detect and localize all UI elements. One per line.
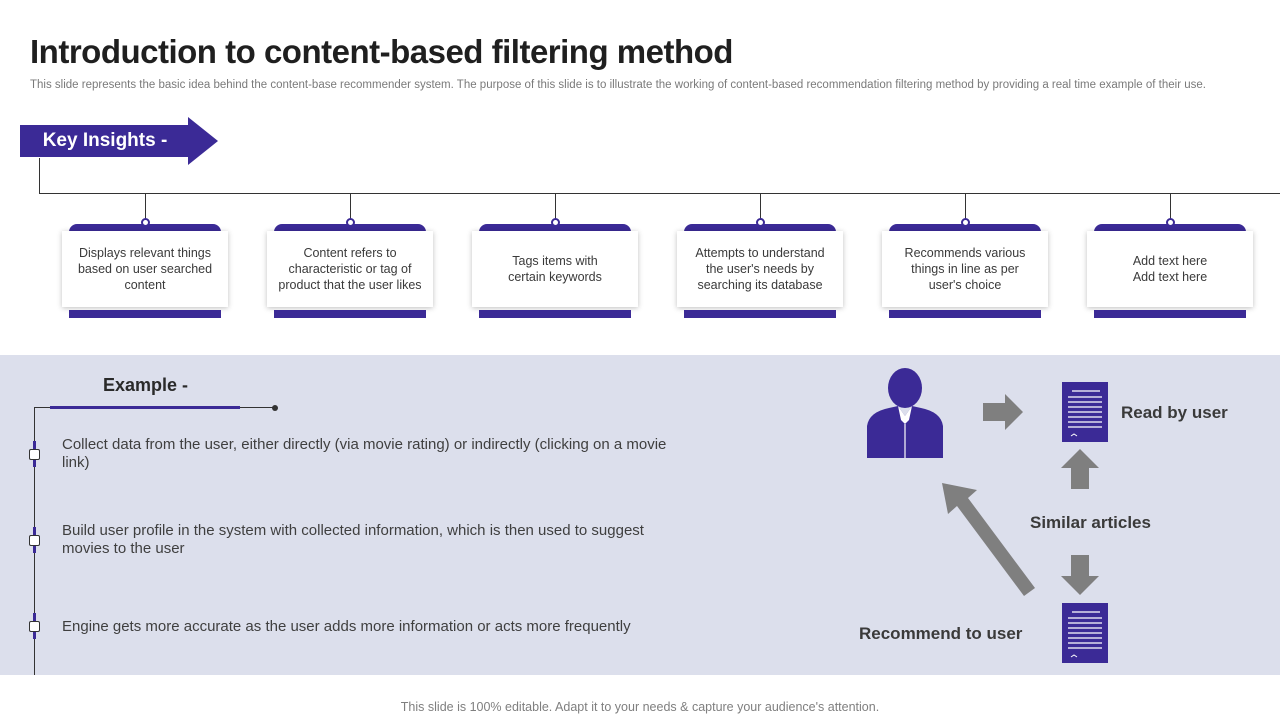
footer-note: This slide is 100% editable. Adapt it to… (400, 700, 880, 714)
example-underline-dot (272, 405, 278, 411)
insight-card: Tags items with certain keywords (472, 193, 638, 319)
key-insights-label: Key Insights - (42, 130, 168, 151)
card-bottom-bar (274, 310, 426, 318)
card-stem (965, 193, 966, 223)
insight-card: Content refers to characteristic or tag … (267, 193, 433, 319)
document-icon (1062, 603, 1108, 663)
example-step-text: Build user profile in the system with co… (62, 522, 644, 557)
card-text: Attempts to understand the user's needs … (677, 231, 843, 307)
arrow-right-icon (983, 394, 1023, 430)
card-stem (555, 193, 556, 223)
card-bottom-bar (1094, 310, 1246, 318)
key-insights-arrow-icon (20, 117, 218, 165)
timeline-dot (1166, 218, 1175, 227)
card-text: Add text here Add text here (1087, 231, 1253, 307)
insight-card: Attempts to understand the user's needs … (677, 193, 843, 319)
card-text: Tags items with certain keywords (472, 231, 638, 307)
timeline-dot (346, 218, 355, 227)
card-stem (350, 193, 351, 223)
example-step-text: Collect data from the user, either direc… (62, 436, 667, 471)
example-step-text: Engine gets more accurate as the user ad… (62, 618, 631, 635)
card-text: Content refers to characteristic or tag … (267, 231, 433, 307)
card-bottom-bar (479, 310, 631, 318)
user-icon (867, 368, 943, 458)
timeline-dot (141, 218, 150, 227)
timeline-dot (551, 218, 560, 227)
document-icon (1062, 382, 1108, 442)
card-stem (145, 193, 146, 223)
timeline-line (39, 193, 1280, 194)
insight-card: Recommends various things in line as per… (882, 193, 1048, 319)
read-by-user-label: Read by user (1121, 403, 1228, 422)
similar-articles-label: Similar articles (1030, 513, 1151, 532)
step-marker (29, 621, 40, 632)
timeline-connector (39, 158, 40, 193)
arrow-up-icon (1061, 449, 1099, 489)
insight-card: Displays relevant things based on user s… (62, 193, 228, 319)
card-bottom-bar (889, 310, 1041, 318)
insight-card: Add text here Add text here (1087, 193, 1253, 319)
card-text: Recommends various things in line as per… (882, 231, 1048, 307)
card-stem (760, 193, 761, 223)
timeline-dot (961, 218, 970, 227)
card-bottom-bar (684, 310, 836, 318)
card-text: Displays relevant things based on user s… (62, 231, 228, 307)
arrow-diagonal-icon (942, 483, 1035, 596)
step-marker (29, 449, 40, 460)
page-title: Introduction to content-based filtering … (30, 33, 733, 70)
arrow-down-icon (1061, 555, 1099, 595)
recommend-to-user-label: Recommend to user (859, 624, 1023, 643)
page-subtitle: This slide represents the basic idea beh… (30, 79, 1206, 91)
card-stem (1170, 193, 1171, 223)
card-bottom-bar (69, 310, 221, 318)
timeline-dot (756, 218, 765, 227)
example-title: Example - (103, 375, 189, 395)
example-underline-accent (50, 406, 240, 409)
step-marker (29, 535, 40, 546)
